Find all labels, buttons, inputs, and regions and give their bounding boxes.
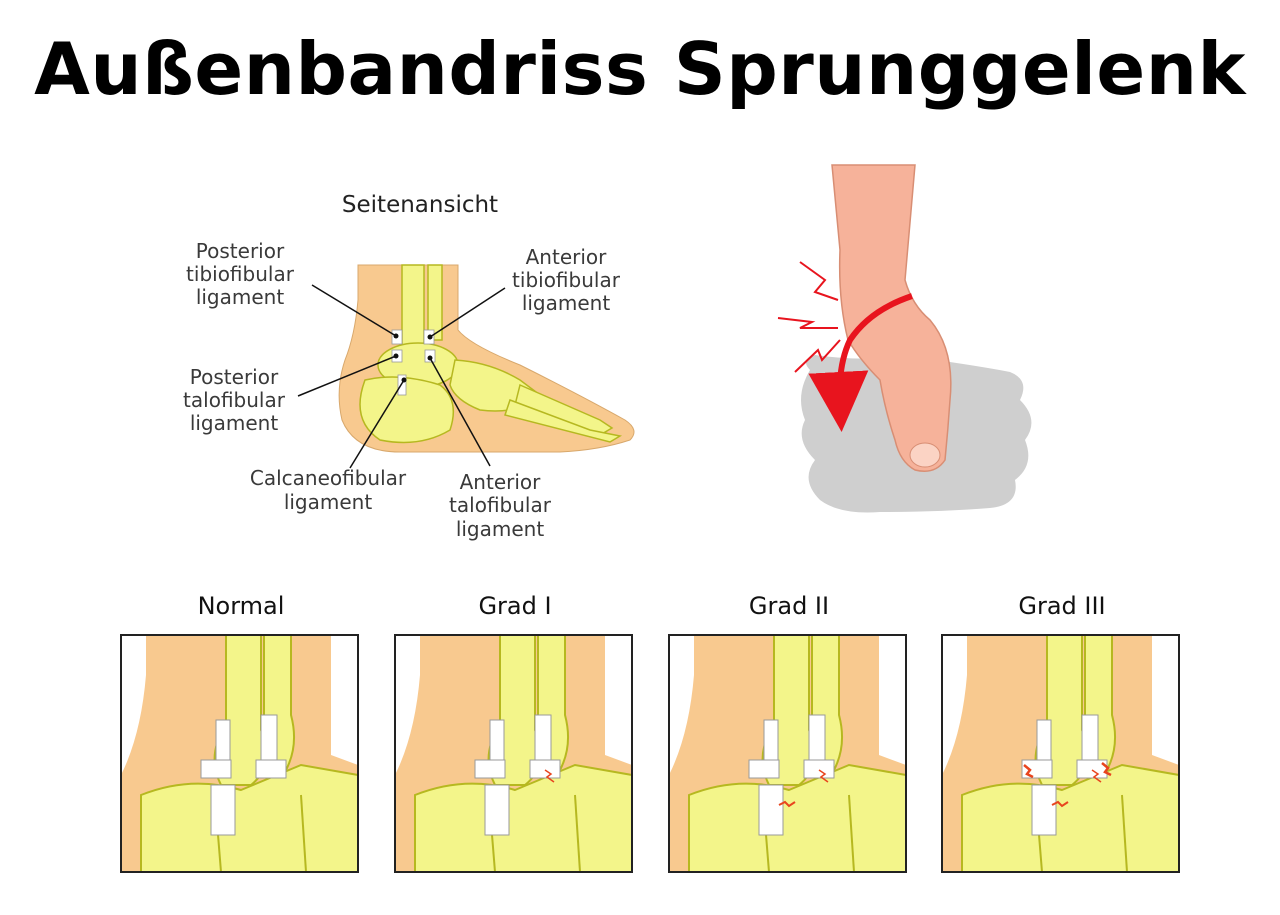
ligament-tear	[1051, 800, 1069, 808]
grade-title-normal: Normal	[197, 592, 285, 620]
label-anterior-talofibular-1: Anterior	[460, 470, 542, 494]
grade-panel-1	[394, 634, 633, 873]
grade-panel-0	[120, 634, 359, 873]
pain-mark-2	[777, 317, 838, 329]
toenail	[909, 442, 941, 468]
panel-ligament	[215, 719, 231, 766]
ligament-tear	[778, 800, 796, 808]
panel-ligament	[489, 719, 505, 766]
panel-ligament	[1036, 719, 1052, 766]
panel-ligament	[200, 759, 232, 779]
ligament-tear	[818, 769, 829, 783]
panel-frame	[668, 634, 907, 873]
ligament-tear	[544, 769, 555, 783]
leader-lines	[297, 284, 506, 469]
panel-ligament	[748, 759, 780, 779]
panel-ligament	[210, 784, 236, 836]
panel-bone-line	[848, 794, 855, 873]
panel-ligament	[763, 719, 779, 766]
grade-title-2: Grad II	[748, 592, 830, 620]
panel-ligament	[534, 714, 552, 761]
label-anterior-tibiofibular-2: tibiofibular	[512, 268, 621, 292]
panel-ligament	[803, 759, 835, 779]
label-anterior-tibiofibular-3: ligament	[522, 291, 611, 315]
lateral-view-caption: Seitenansicht	[342, 192, 498, 218]
panel-frame	[394, 634, 633, 873]
grade-panels	[120, 634, 1180, 873]
panel-ligament	[260, 714, 278, 761]
label-anterior-talofibular-3: ligament	[456, 517, 545, 541]
grade-panel-3	[941, 634, 1180, 873]
panel-ligament	[529, 759, 561, 779]
panel-ligament	[1021, 759, 1053, 779]
grade-panel-2	[668, 634, 907, 873]
ligament-tear	[1101, 762, 1112, 777]
ligament-tear	[1023, 764, 1034, 779]
pain-mark-1	[799, 261, 839, 301]
label-calcaneofibular-1: Calcaneofibular	[250, 466, 407, 490]
label-posterior-tibiofibular-1: Posterior	[196, 239, 285, 263]
page-title: Außenbandriss Sprunggelenk	[34, 27, 1246, 111]
panel-frame	[120, 634, 359, 873]
panel-ligament	[1081, 714, 1099, 761]
panel-ligament	[484, 784, 510, 836]
label-calcaneofibular-2: ligament	[284, 490, 373, 514]
label-posterior-tibiofibular-3: ligament	[196, 285, 285, 309]
twist-arrow	[808, 293, 913, 432]
label-anterior-tibiofibular-1: Anterior	[526, 245, 608, 269]
label-posterior-tibiofibular-2: tibiofibular	[186, 262, 295, 286]
grade-title-3: Grad III	[1018, 592, 1106, 620]
label-posterior-talofibular-3: ligament	[190, 411, 279, 435]
pain-mark-3	[794, 339, 841, 373]
panel-ligament	[255, 759, 287, 779]
label-anterior-talofibular-2: talofibular	[449, 493, 552, 517]
panel-bone-line	[300, 794, 307, 873]
leader-dots	[393, 333, 433, 383]
label-posterior-talofibular-2: talofibular	[183, 388, 286, 412]
panel-ligament	[808, 714, 826, 761]
panel-ligament	[1031, 784, 1057, 836]
grade-title-1: Grad I	[478, 592, 552, 620]
panel-frame	[941, 634, 1180, 873]
twisted-ankle-illustration	[777, 164, 1032, 513]
panel-bone-line	[1121, 794, 1128, 873]
label-posterior-talofibular-1: Posterior	[190, 365, 279, 389]
panel-bone-line	[574, 794, 581, 873]
ligament-tear	[1091, 769, 1102, 783]
panel-ligament	[758, 784, 784, 836]
lateral-ankle-diagram	[338, 264, 635, 453]
panel-ligament	[474, 759, 506, 779]
